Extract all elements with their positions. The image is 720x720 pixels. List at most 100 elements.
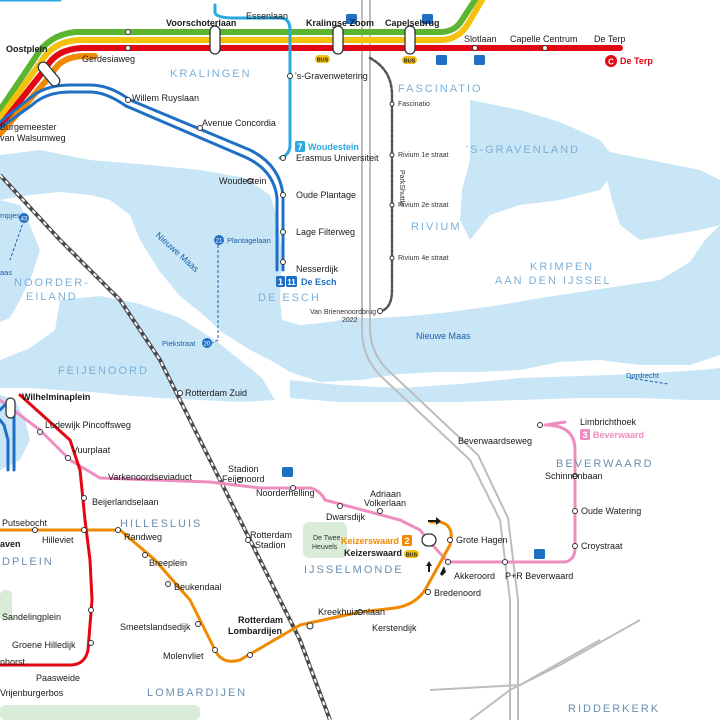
station-beukendaal: Beukendaal — [174, 582, 222, 592]
stop-dot — [165, 581, 171, 587]
station-capelle-centrum: Capelle Centrum — [510, 34, 578, 44]
ferry-stops: 21 20 43 — [19, 213, 224, 348]
stop-dot — [280, 259, 286, 265]
tram-line-3 — [0, 398, 577, 564]
district-ridderkerk: RIDDERKERK — [568, 703, 660, 715]
water-label-plantagelaan: Plantagelaan — [227, 236, 271, 245]
district-lombardijen: LOMBARDIJEN — [147, 687, 247, 699]
stop-dot — [425, 589, 431, 595]
district-ijsselmonde: IJSSELMONDE — [304, 564, 404, 576]
bus-badge-keizerswaard — [404, 550, 419, 558]
station-oude-plantage: Oude Plantage — [296, 190, 356, 200]
station-adriaan-2: Volkerlaan — [364, 498, 406, 508]
station-molenvliet: Molenvliet — [163, 651, 204, 661]
stop-dot — [502, 559, 508, 565]
parking-icon — [346, 14, 357, 24]
badge-c-letter: C — [608, 58, 614, 67]
pill-keizerswaard — [421, 533, 437, 547]
district-kralingen: KRALINGEN — [170, 68, 252, 80]
station-rivium-1e: Rivium 1e straat — [398, 152, 449, 159]
station-schinnenbaan: Schinnenbaan — [545, 471, 603, 481]
station-smeetslandsedijk: Smeetslandsedijk — [120, 622, 191, 632]
stop-dot — [389, 101, 395, 107]
bus-badge-capelsebrug-label: BUS — [404, 59, 416, 65]
station-breeplein: Breeplein — [149, 558, 187, 568]
terminal-woudestein: Woudestein — [308, 142, 359, 152]
stop-dot — [377, 308, 383, 314]
stop-dot — [537, 422, 543, 428]
stop-dot — [287, 73, 293, 79]
arrow-up-icon — [426, 561, 432, 572]
station-rivium-2e: Rivium 2e straat — [398, 202, 449, 209]
station-voorschoterlaan: Voorschoterlaan — [166, 18, 236, 28]
station-oostplein: Oostplein — [6, 44, 48, 54]
badge-11-num: 11 — [287, 278, 296, 287]
pill-wilhelminaplein — [5, 397, 16, 419]
arrow-down-icon — [440, 566, 446, 576]
station-kralingse-zoom: Kralingse Zoom — [306, 18, 374, 28]
green-areas — [0, 522, 347, 720]
station-woudestein: Woudestein — [219, 176, 266, 186]
station-rotterdam-lombardijen-1: Rotterdam — [238, 615, 283, 625]
metro-line-b — [0, 0, 485, 121]
district-de-esch: DE ESCH — [258, 292, 321, 304]
station-burgemeester-1: Burgemeester — [0, 122, 57, 132]
stop-dot — [81, 527, 87, 533]
station-hilleviet: Hilleviet — [42, 535, 74, 545]
district-noorder-1: NOORDER- — [14, 277, 90, 289]
bus-badge-kralingse-zoom-label: BUS — [317, 58, 329, 64]
stop-dot — [472, 45, 478, 51]
station-adriaan-1: Adriaan — [370, 489, 401, 499]
station-lodewijk-pincoffsweg: Lodewijk Pincoffsweg — [45, 420, 131, 430]
station-bredenoord: Bredenoord — [434, 588, 481, 598]
stop-dot — [445, 559, 451, 565]
ferry-stop-43 — [19, 213, 29, 223]
stop-dot — [237, 477, 243, 483]
lower-maas — [290, 368, 720, 402]
station-vrijenburgerbos: Vrijenburgerbos — [0, 688, 64, 698]
road-a16 — [361, 0, 511, 720]
station-nesserdijk: Nesserdijk — [296, 264, 339, 274]
de-twee-heuvels-park — [303, 522, 347, 558]
stop-dot — [280, 229, 286, 235]
station-vuurplaat: Vuurplaat — [72, 445, 111, 455]
station-stadion-feijenoord-2: Feijenoord — [222, 474, 265, 484]
station-sandelingplein: Sandelingplein — [2, 612, 61, 622]
water-label-mpjes: mpjes — [0, 211, 20, 220]
station-rotterdam-stadion-2: Stadion — [255, 540, 286, 550]
stop-dot — [125, 29, 131, 35]
water-label-nieuwe-maas-right: Nieuwe Maas — [416, 331, 471, 341]
terminal-beverwaard: Beverwaard — [593, 430, 644, 440]
district-noorder-2: EILAND — [26, 291, 78, 303]
label-de-twee-heuvels-2: Heuvels — [312, 544, 338, 551]
upper-right-water — [460, 100, 620, 240]
water-label-aas: aas — [0, 268, 12, 277]
station-fascinatio: Fascinatio — [398, 101, 430, 108]
metro-line-a — [0, 0, 478, 113]
station-rotterdam-zuid: Rotterdam Zuid — [185, 388, 247, 398]
ferry-stop-20 — [202, 338, 212, 348]
bus-badges: BUS BUS BUS — [315, 55, 419, 559]
station-rotterdam-stadion-1: Rotterdam — [250, 530, 292, 540]
badge-3 — [580, 429, 590, 440]
far-right-water — [600, 150, 720, 240]
stop-dot — [88, 607, 94, 613]
station-willem-ruyslaan: Willem Ruyslaan — [132, 93, 199, 103]
station-akkeroord: Akkeroord — [454, 571, 495, 581]
pill-capelsebrug — [404, 25, 416, 55]
station-gerdesiaweg: Gerdesiaweg — [82, 54, 135, 64]
park-ride-icons — [282, 14, 545, 559]
stop-dot — [177, 390, 183, 396]
station-beverwaardseweg: Beverwaardseweg — [458, 436, 532, 446]
station-noorderhelling: Noorderhelling — [256, 488, 315, 498]
pill-voorschoterlaan — [209, 25, 221, 55]
station-groene-hilledijk: Groene Hilledijk — [12, 640, 76, 650]
district-labels: KRALINGEN FASCINATIO 'S-GRAVENLAND RIVIU… — [2, 68, 660, 715]
stop-dot — [125, 45, 131, 51]
ferry-route-dordrecht — [629, 377, 669, 385]
stop-dot — [306, 622, 314, 630]
district-dplein: DPLEIN — [2, 556, 54, 568]
rail-line-dash — [0, 174, 331, 720]
stop-dot — [337, 503, 343, 509]
